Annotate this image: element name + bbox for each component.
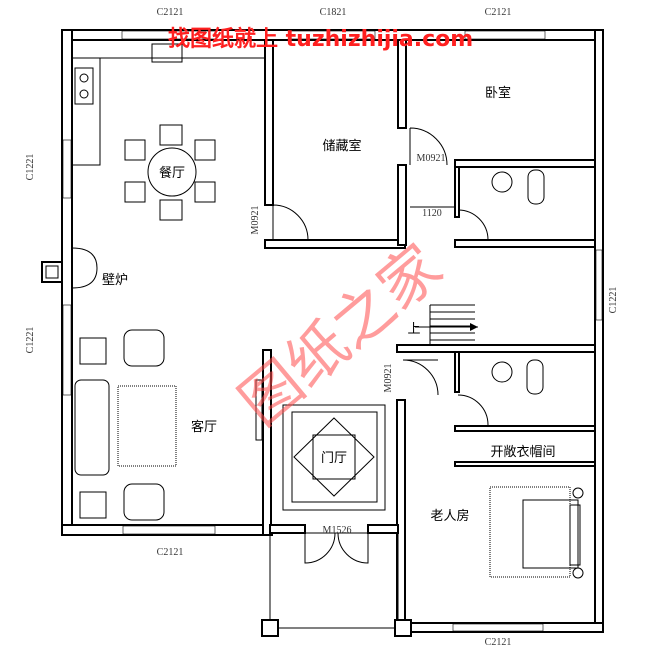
bathroom-fixtures: [491, 169, 545, 395]
room-label-living: 客厅: [191, 419, 217, 435]
window-code: C2121: [485, 637, 512, 648]
room-label-entry-hall: 门厅: [321, 451, 347, 466]
window-code: C1221: [25, 327, 36, 354]
room-label-bedroom: 卧室: [485, 85, 511, 101]
kitchen-counter: [72, 43, 265, 166]
window-code: C1821: [320, 7, 347, 18]
room-label-dining: 餐厅: [159, 165, 185, 181]
windows: [62, 30, 603, 632]
door-code: M1526: [323, 525, 352, 536]
interior-walls: [261, 39, 596, 637]
window-code: C2121: [485, 7, 512, 18]
room-label-storage: 储藏室: [322, 138, 361, 154]
watermark-center: 图纸之家: [227, 232, 456, 440]
window-code: C2121: [157, 7, 184, 18]
door-code: M0921: [417, 153, 446, 164]
stairs-up-label: 上: [407, 322, 420, 337]
room-label-fireplace: 壁炉: [102, 273, 128, 288]
dimension-label: 1120: [422, 208, 442, 219]
window-code: C2121: [157, 547, 184, 558]
bed: [489, 486, 584, 579]
stairs: [415, 304, 478, 345]
dining-table: [124, 124, 216, 221]
door-code: M0921: [250, 206, 261, 235]
door-code: M0921: [383, 364, 394, 393]
living-furniture: [71, 247, 177, 521]
room-label-closet: 开敞衣帽间: [490, 444, 555, 460]
window-code: C1221: [608, 287, 619, 314]
door-swings: [272, 127, 489, 564]
window-code: C1221: [25, 154, 36, 181]
room-label-elderly-room: 老人房: [430, 508, 469, 524]
entry-rug: [255, 379, 386, 511]
watermark-top: 找图纸就上 tuzhizhijia.com: [168, 26, 473, 52]
